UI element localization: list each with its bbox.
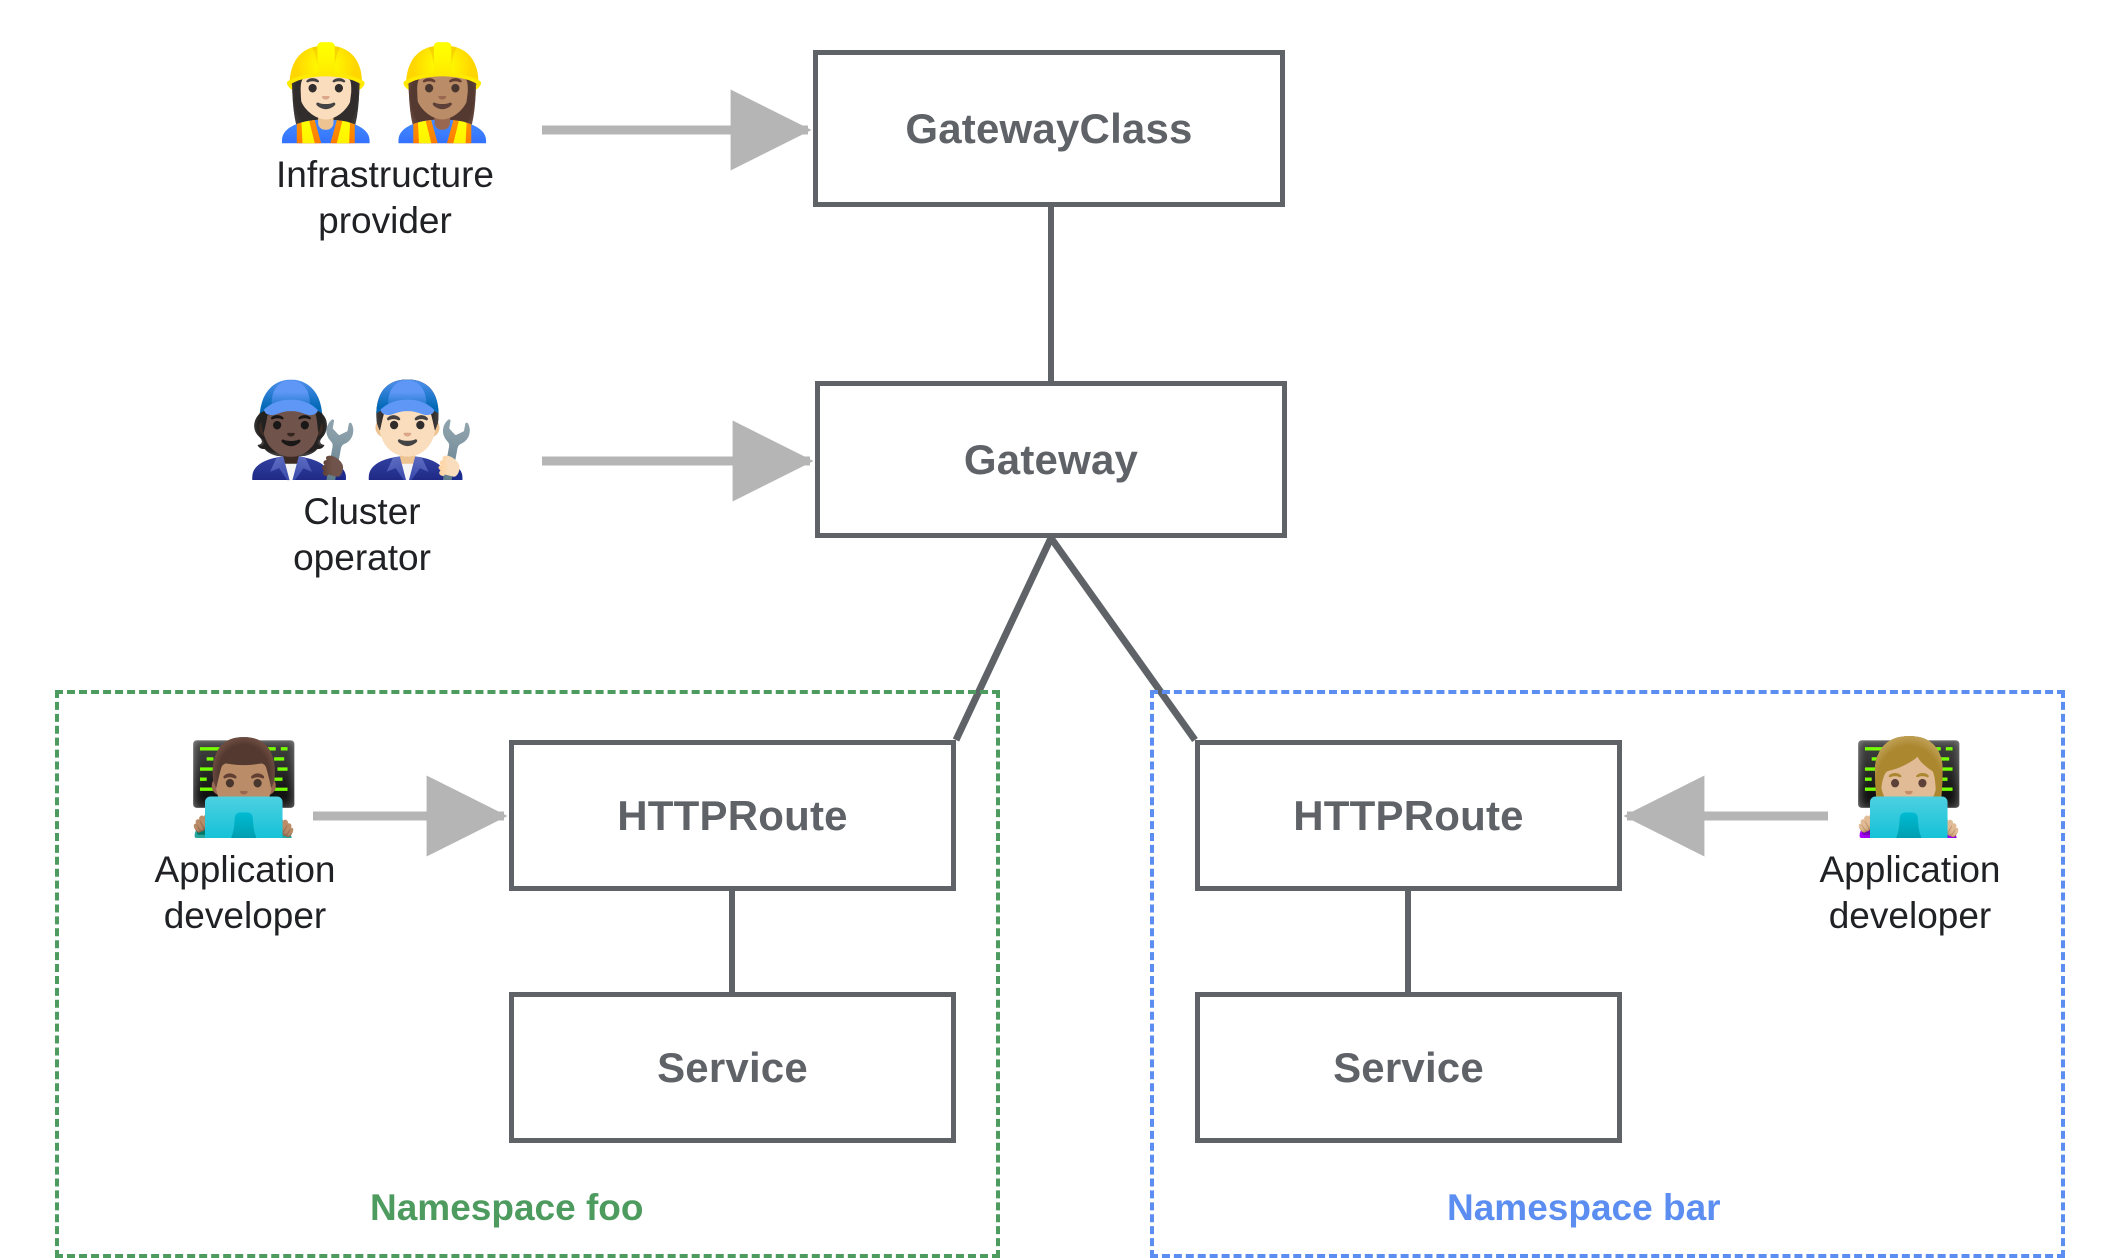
persona-caption-application-developer-foo: Application developer xyxy=(154,848,336,936)
resource-label-service-bar: Service xyxy=(1333,1043,1484,1091)
persona-caption-application-developer-bar: Application developer xyxy=(1819,848,2001,936)
resource-box-gateway[interactable]: Gateway xyxy=(815,381,1287,538)
resource-label-httproute-bar: HTTPRoute xyxy=(1293,791,1524,839)
woman-technologist-icon: 👩🏼‍💻 xyxy=(1851,734,1969,841)
mechanic-pair-icon: 🧑🏿‍🔧👨🏻‍🔧 xyxy=(245,376,479,483)
persona-application-developer-foo: 👨🏽‍💻 Application developer xyxy=(95,734,395,939)
persona-caption-cluster-operator: Cluster operator xyxy=(293,490,431,578)
persona-infrastructure-provider: 👷🏻‍♀️👷🏽‍♀️ Infrastructure provider xyxy=(225,39,545,244)
resource-box-service-bar[interactable]: Service xyxy=(1195,992,1622,1143)
namespace-label-foo: Namespace foo xyxy=(370,1187,644,1228)
resource-label-gateway: Gateway xyxy=(963,435,1139,483)
resource-box-httproute-foo[interactable]: HTTPRoute xyxy=(509,740,956,891)
persona-application-developer-bar: 👩🏼‍💻 Application developer xyxy=(1760,734,2060,939)
resource-label-httproute-foo: HTTPRoute xyxy=(617,791,848,839)
resource-box-service-foo[interactable]: Service xyxy=(509,992,956,1143)
resource-box-gatewayclass[interactable]: GatewayClass xyxy=(813,50,1285,207)
persona-cluster-operator: 🧑🏿‍🔧👨🏻‍🔧 Cluster operator xyxy=(212,376,512,581)
persona-caption-infrastructure-provider: Infrastructure provider xyxy=(276,153,494,241)
man-technologist-icon: 👨🏽‍💻 xyxy=(186,734,304,841)
resource-label-gatewayclass: GatewayClass xyxy=(905,104,1193,152)
namespace-container-bar xyxy=(1150,690,2065,1258)
namespace-label-bar: Namespace bar xyxy=(1447,1187,1721,1228)
namespace-container-foo xyxy=(55,690,1000,1258)
resource-box-httproute-bar[interactable]: HTTPRoute xyxy=(1195,740,1622,891)
resource-label-service-foo: Service xyxy=(657,1043,808,1091)
construction-worker-pair-icon: 👷🏻‍♀️👷🏽‍♀️ xyxy=(268,39,502,146)
